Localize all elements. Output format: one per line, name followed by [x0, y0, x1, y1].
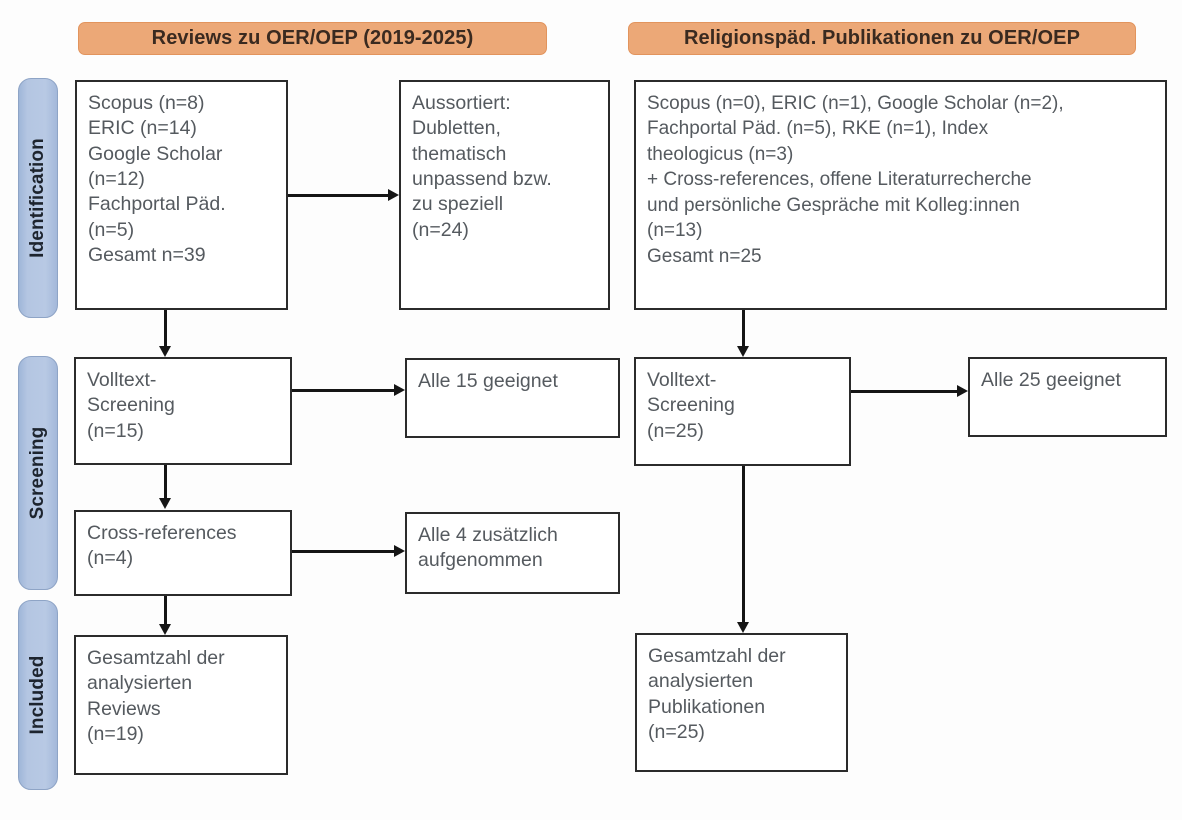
arrowhead-left-crossrefs-to-included [159, 624, 171, 635]
connector-left-fulltext-to-crossrefs [164, 465, 167, 498]
connector-left-sources-to-fulltext [164, 310, 167, 346]
connector-left-fulltext-to-result [292, 389, 394, 392]
stage-pill-included: Included [18, 600, 58, 790]
arrowhead-left-fulltext-to-crossrefs [159, 498, 171, 509]
box-left-screening-fulltext-result: Alle 15 geeignet [405, 358, 620, 438]
box-right-included-total: Gesamtzahl der analysierten Publikatione… [635, 633, 848, 772]
stage-label-identification: Identification [27, 138, 48, 258]
box-left-identification-excluded: Aussortiert: Dubletten, thematisch unpas… [399, 80, 610, 310]
arrowhead-right-sources-to-fulltext [737, 346, 749, 357]
column-header-religionspaed: Religionspäd. Publikationen zu OER/OEP [628, 22, 1136, 55]
connector-left-crossrefs-to-included [164, 596, 167, 624]
stage-pill-identification: Identification [18, 78, 58, 318]
box-left-included-total: Gesamtzahl der analysierten Reviews (n=1… [74, 635, 288, 775]
stage-label-screening: Screening [27, 426, 48, 520]
box-left-screening-crossrefs-result: Alle 4 zusätzlich aufgenommen [405, 512, 620, 594]
column-header-religionspaed-label: Religionspäd. Publikationen zu OER/OEP [683, 27, 1081, 49]
connector-right-sources-to-fulltext [742, 310, 745, 346]
stage-pill-screening: Screening [18, 356, 58, 590]
connector-right-fulltext-to-result [851, 390, 957, 393]
arrowhead-right-fulltext-to-included [737, 622, 749, 633]
box-left-screening-fulltext: Volltext- Screening (n=15) [74, 357, 292, 465]
connector-left-crossrefs-to-result [292, 550, 394, 553]
arrowhead-right-fulltext-to-result [957, 385, 968, 397]
box-right-screening-fulltext: Volltext- Screening (n=25) [634, 357, 851, 466]
stage-label-included: Included [27, 655, 48, 735]
box-right-screening-fulltext-result: Alle 25 geeignet [968, 357, 1167, 437]
column-header-reviews: Reviews zu OER/OEP (2019-2025) [78, 22, 547, 55]
arrowhead-left-crossrefs-to-result [394, 545, 405, 557]
arrowhead-left-sources-to-fulltext [159, 346, 171, 357]
arrowhead-left-fulltext-to-result [394, 384, 405, 396]
column-header-reviews-label: Reviews zu OER/OEP (2019-2025) [151, 27, 474, 49]
connector-left-sources-to-excluded [288, 194, 388, 197]
box-left-identification-sources: Scopus (n=8) ERIC (n=14) Google Scholar … [75, 80, 288, 310]
connector-right-fulltext-to-included [742, 466, 745, 622]
arrowhead-left-sources-to-excluded [388, 189, 399, 201]
box-right-identification-sources: Scopus (n=0), ERIC (n=1), Google Scholar… [634, 80, 1167, 310]
box-left-screening-crossrefs: Cross-references (n=4) [74, 510, 292, 596]
